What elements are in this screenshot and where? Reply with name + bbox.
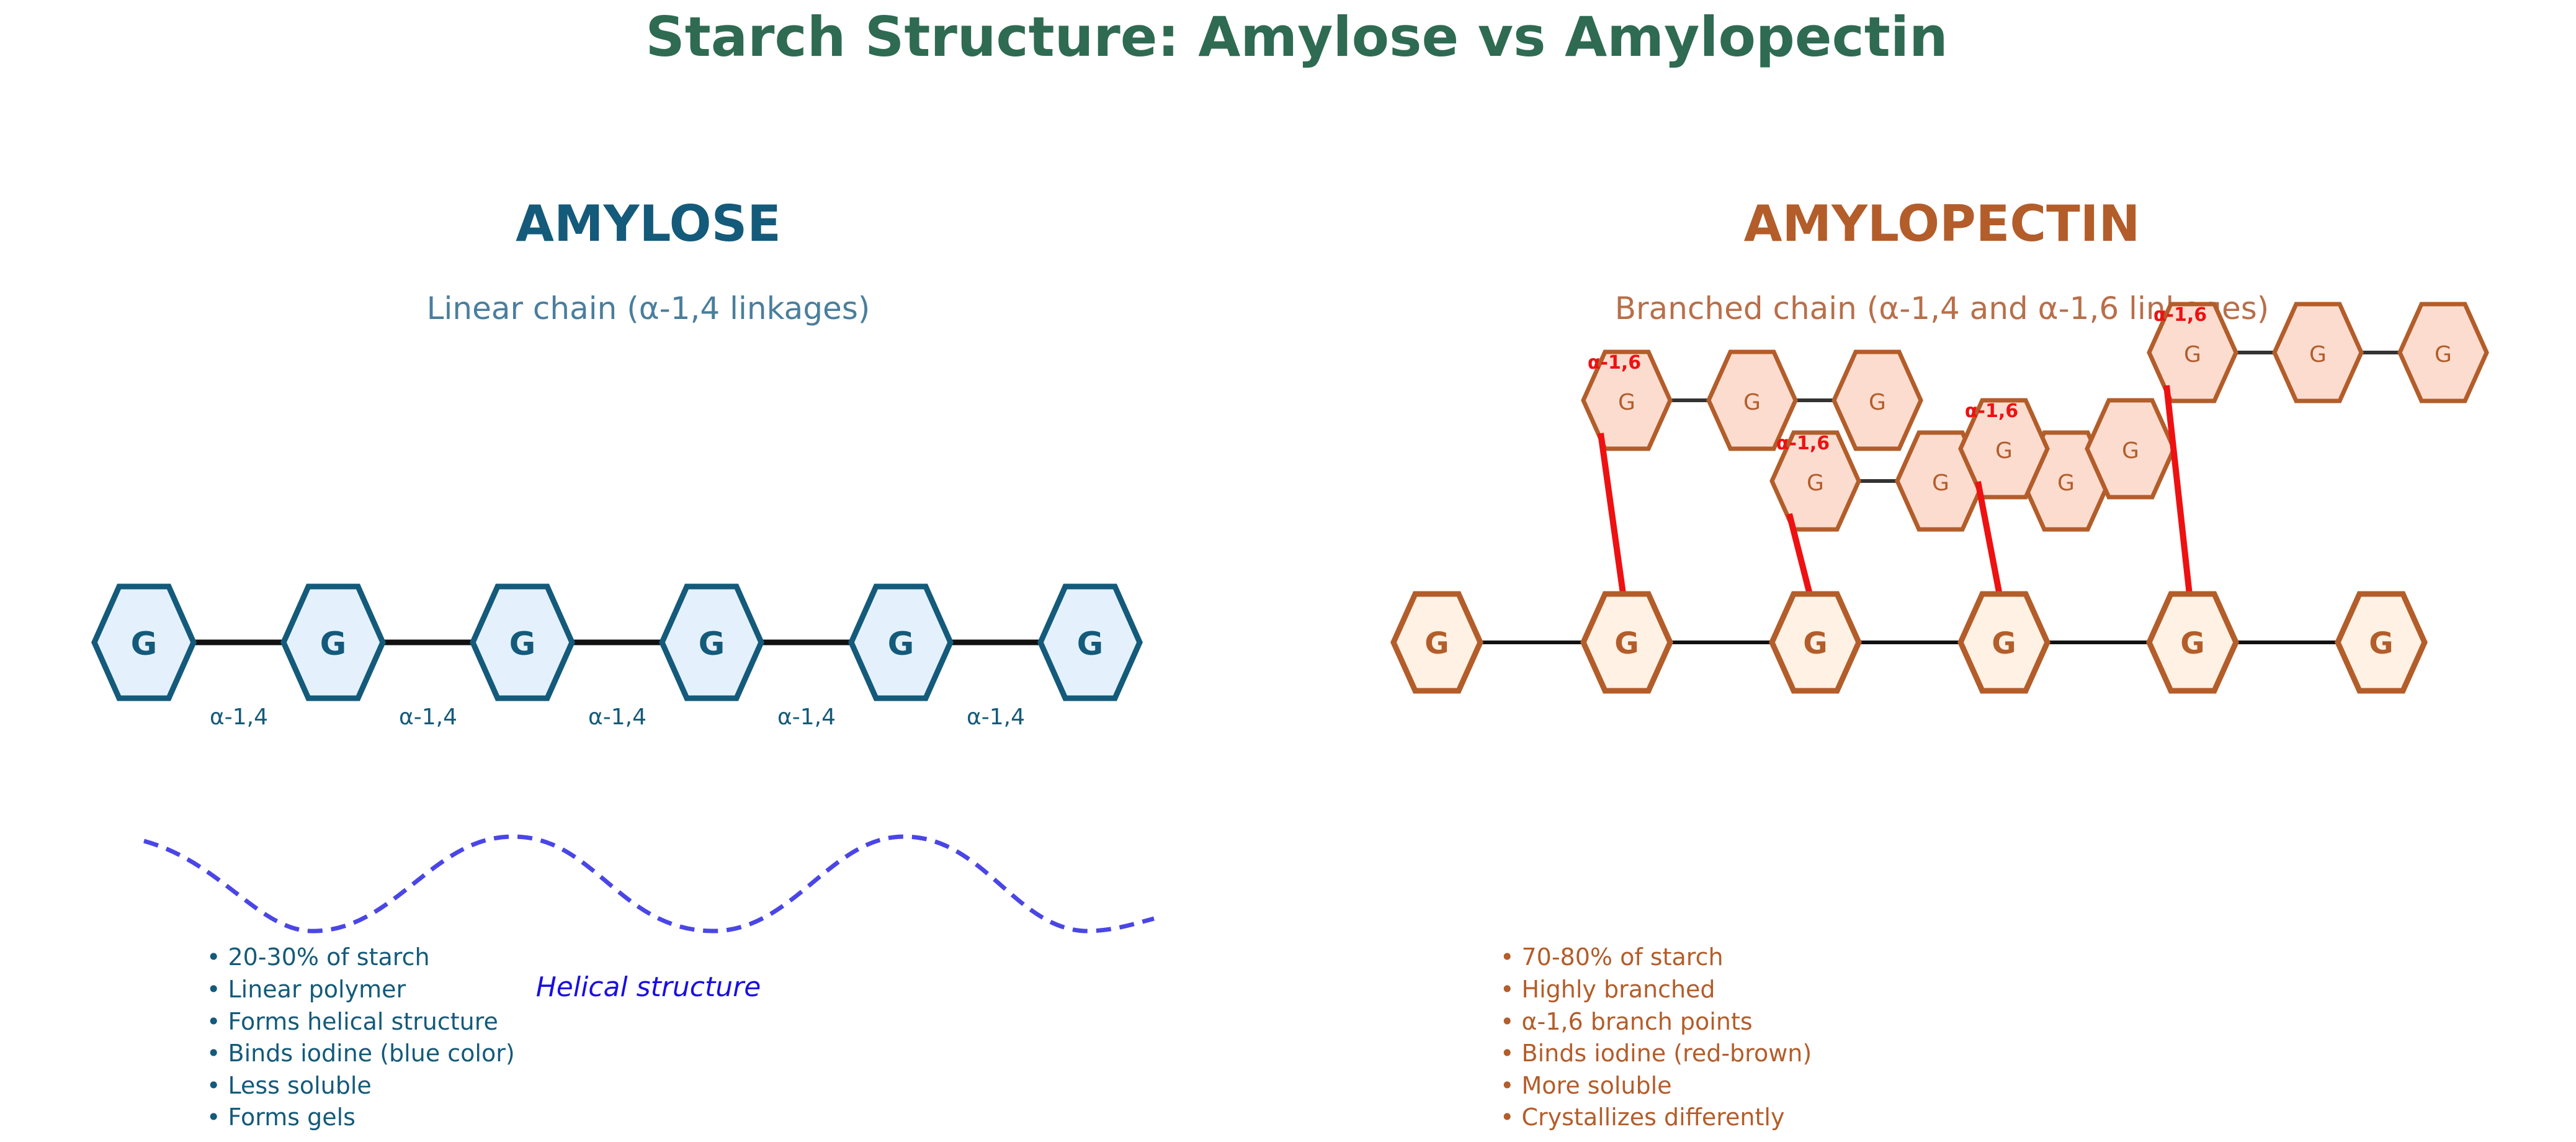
- property-item: • α-1,6 branch points: [1500, 1008, 1753, 1035]
- glucose-unit: G: [2146, 591, 2239, 694]
- branch-link-line: [2163, 385, 2194, 612]
- glucose-label: G: [888, 626, 915, 663]
- linkage-label: α-1,4: [210, 704, 268, 730]
- property-item: • Binds iodine (blue color): [207, 1040, 515, 1067]
- glucose-unit: G: [2147, 302, 2238, 403]
- glucose-label: G: [1424, 626, 1449, 661]
- glucose-unit: G: [2335, 591, 2428, 694]
- property-item: • Linear polymer: [207, 976, 406, 1003]
- glucose-unit: G: [1580, 591, 1673, 694]
- glucose-unit: G: [1831, 349, 1923, 451]
- glucose-unit: G: [280, 583, 386, 701]
- property-item: • Crystallizes differently: [1500, 1104, 1784, 1131]
- glucose-label: G: [2122, 438, 2139, 464]
- branch-label: α-1,6: [1965, 400, 2018, 422]
- property-item: • Less soluble: [207, 1072, 372, 1099]
- linkage-label: α-1,4: [777, 704, 836, 730]
- glucose-label: G: [2184, 342, 2201, 367]
- glucose-label: G: [320, 626, 347, 663]
- main-chain: G G G G G G: [1390, 591, 2428, 694]
- branch-link-line: [1598, 433, 1629, 612]
- glucose-label: G: [2180, 626, 2204, 661]
- amylose-panel: AMYLOSE Linear chain (α-1,4 linkages) G …: [91, 195, 1155, 1131]
- amylopectin-subtitle: Branched chain (α-1,4 and α-1,6 linkages…: [1615, 290, 2270, 326]
- amylose-chain: G G G G G G: [91, 583, 1143, 701]
- property-item: • Forms gels: [207, 1104, 356, 1131]
- glucose-unit: G: [1037, 583, 1143, 701]
- amylose-heading: AMYLOSE: [516, 195, 781, 253]
- glucose-label: G: [2309, 342, 2327, 367]
- amylopectin-heading: AMYLOPECTIN: [1744, 195, 2140, 253]
- property-item: • Highly branched: [1500, 976, 1715, 1003]
- helix-label: Helical structure: [536, 971, 761, 1003]
- property-item: • Binds iodine (red-brown): [1500, 1040, 1812, 1067]
- page-title: Starch Structure: Amylose vs Amylopectin: [645, 5, 1948, 69]
- property-item: • 20-30% of starch: [207, 943, 430, 971]
- branch-labels: α-1,6 α-1,6 α-1,6 α-1,6: [1588, 304, 2207, 454]
- glucose-label: G: [1932, 470, 1949, 496]
- branch-label: α-1,6: [2153, 304, 2207, 326]
- glucose-unit: G: [1390, 591, 1483, 694]
- glucose-unit: G: [848, 583, 954, 701]
- amylose-linkage-labels: α-1,4 α-1,4 α-1,4 α-1,4 α-1,4: [210, 704, 1025, 730]
- glucose-label: G: [1995, 438, 2013, 464]
- glucose-unit: G: [1957, 591, 2051, 694]
- glucose-unit: G: [1958, 398, 2050, 500]
- glucose-label: G: [1807, 470, 1824, 496]
- property-item: • More soluble: [1500, 1072, 1672, 1099]
- helix-curve: [143, 834, 1155, 933]
- glucose-label: G: [1992, 626, 2016, 661]
- branch-chain: G G G G G G: [1581, 302, 2489, 532]
- branch-label: α-1,6: [1776, 433, 1830, 454]
- glucose-label: G: [699, 626, 725, 663]
- glucose-label: G: [2435, 342, 2452, 367]
- glucose-label: G: [1803, 626, 1827, 661]
- property-item: • Forms helical structure: [207, 1008, 498, 1035]
- glucose-label: G: [1618, 390, 1635, 415]
- glucose-unit: G: [2085, 398, 2176, 500]
- amylose-properties: • 20-30% of starch • Linear polymer • Fo…: [207, 943, 515, 1131]
- branch-link-line: [1975, 481, 2006, 612]
- glucose-label: G: [1869, 390, 1886, 415]
- amylopectin-panel: AMYLOPECTIN Branched chain (α-1,4 and α-…: [1390, 195, 2489, 1131]
- glucose-label: G: [509, 626, 536, 663]
- linkage-label: α-1,4: [967, 704, 1025, 730]
- linkage-label: α-1,4: [588, 704, 646, 730]
- glucose-unit: G: [91, 583, 197, 701]
- glucose-label: G: [1614, 626, 1639, 661]
- glucose-label: G: [131, 626, 158, 663]
- glucose-unit: G: [1769, 430, 1861, 532]
- glucose-label: G: [1077, 626, 1104, 663]
- glucose-label: G: [1743, 390, 1761, 415]
- glucose-unit: G: [1581, 349, 1673, 451]
- glucose-unit: G: [1706, 349, 1798, 451]
- glucose-unit: G: [1769, 591, 1862, 694]
- linkage-label: α-1,4: [399, 704, 457, 730]
- glucose-label: G: [2369, 626, 2393, 661]
- glucose-unit: G: [470, 583, 575, 701]
- property-item: • 70-80% of starch: [1500, 943, 1724, 971]
- amylopectin-properties: • 70-80% of starch • Highly branched • α…: [1500, 943, 1812, 1131]
- amylose-subtitle: Linear chain (α-1,4 linkages): [427, 290, 870, 326]
- glucose-unit: G: [2397, 302, 2489, 403]
- glucose-label: G: [2057, 470, 2075, 496]
- branch-label: α-1,6: [1588, 352, 1641, 374]
- glucose-unit: G: [659, 583, 764, 701]
- glucose-unit: G: [2272, 302, 2364, 403]
